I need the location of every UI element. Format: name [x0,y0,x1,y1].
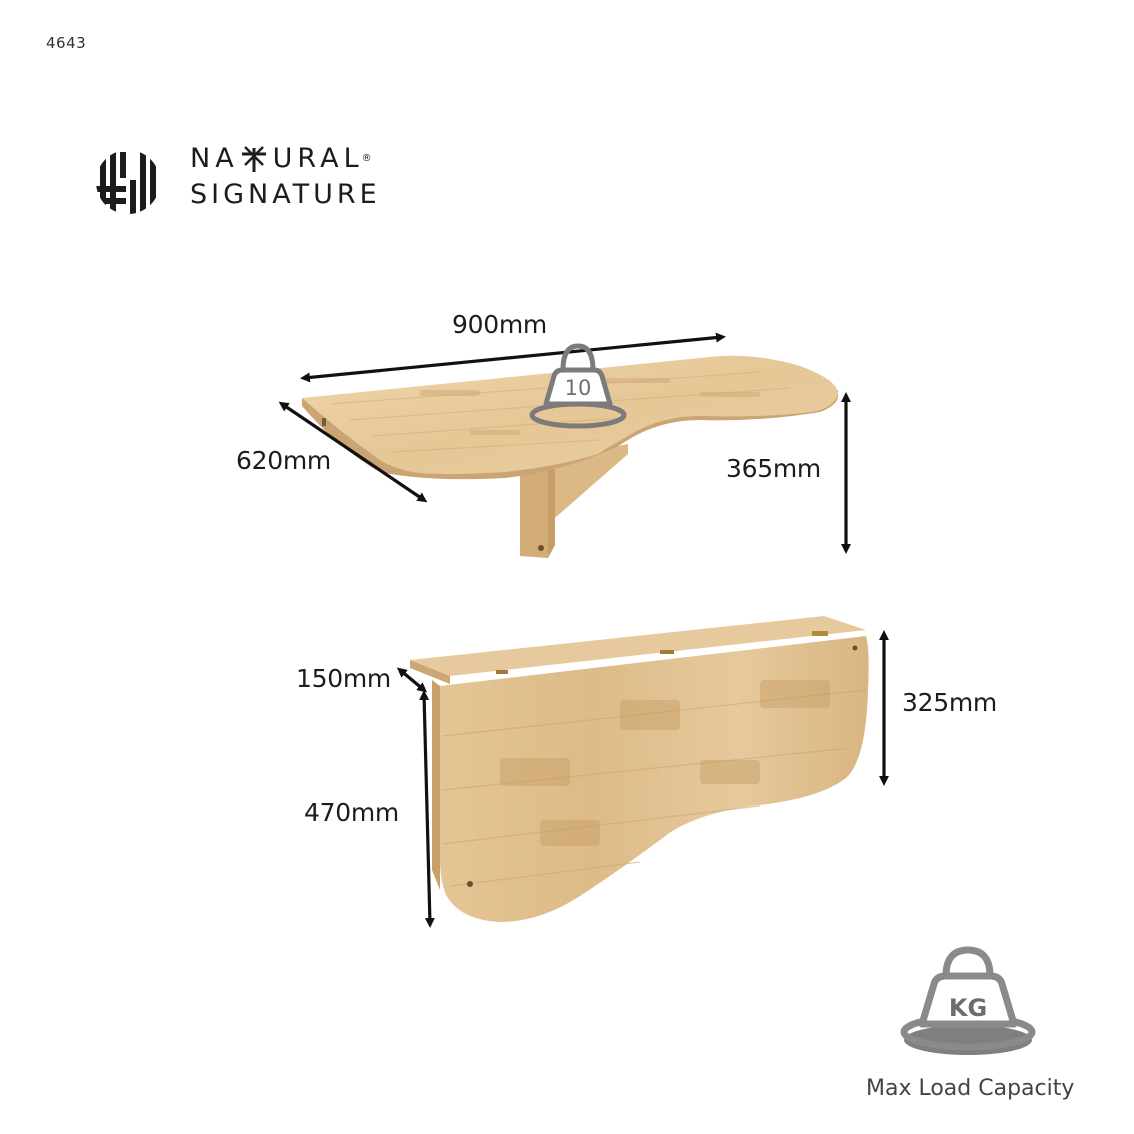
brand-line-2: SIGNATURE [190,179,381,210]
arrow-open-depth [278,401,428,503]
label-folded-width: 325mm [902,688,997,717]
arrow-folded-height [419,690,435,928]
folded-table [410,616,869,922]
label-open-depth: 620mm [236,446,331,475]
load-badge [529,343,627,429]
registered-mark: ® [361,153,372,164]
arrow-open-width [300,332,726,383]
max-load-caption: Max Load Capacity [866,1076,1075,1101]
brand-line1-prefix: NA [190,143,239,174]
weight-kg-icon [900,946,1036,1055]
brand-name: NA URAL ® SIGNATURE [190,142,381,214]
folded-table-panel [440,636,869,922]
load-badge-value: 10 [564,376,592,400]
arrow-folded-depth [396,667,428,693]
brand-line-1: NA URAL ® [190,142,381,176]
label-open-width: 900mm [452,310,547,339]
folded-table-shelf-top [410,616,866,676]
open-table-top-surface [302,355,838,474]
label-folded-height: 470mm [304,798,399,827]
product-code: 4643 [46,34,87,52]
brand-line1-suffix: URAL [272,143,364,174]
dimension-arrows [278,332,889,928]
asterisk-t-icon [241,146,266,172]
folded-table-shelf-edge [410,660,450,684]
weight-icon-label: KG [948,994,988,1022]
label-folded-depth: 150mm [296,664,391,693]
label-open-height: 365mm [726,454,821,483]
open-table [302,355,838,558]
